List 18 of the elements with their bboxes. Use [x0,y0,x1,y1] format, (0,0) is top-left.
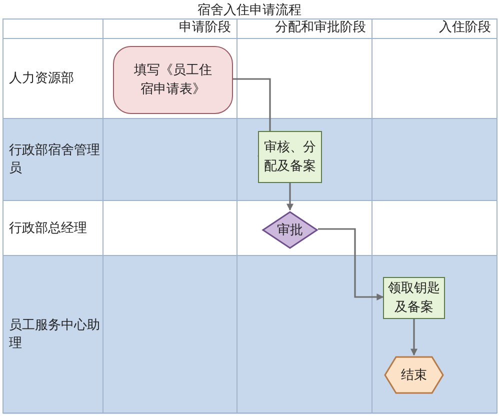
arrow [410,318,418,356]
swimlane [3,118,497,201]
column-header: 入住阶段 [438,19,491,37]
column-header: 申请阶段 [178,19,231,37]
arrow [318,228,384,300]
arrow [286,182,294,211]
lane-label: 人力资源部 [9,70,75,88]
title: 宿舍入住申请流程 [196,2,302,19]
process-box: 领取钥匙及备案 [383,277,445,319]
decision-diamond: 审批 [262,211,318,249]
end-hexagon: 结束 [384,356,444,394]
start-box: 填写《员工住宿申请表》 [113,46,233,114]
lane-label: 行政部宿舍管理员 [9,142,101,178]
lane-label: 行政部总经理 [9,220,88,238]
column-header: 分配和审批阶段 [274,19,366,37]
swimlane [3,255,497,414]
lane-label: 员工服务中心助理 [9,317,101,353]
process-box: 审核、分配及备案 [258,131,322,183]
